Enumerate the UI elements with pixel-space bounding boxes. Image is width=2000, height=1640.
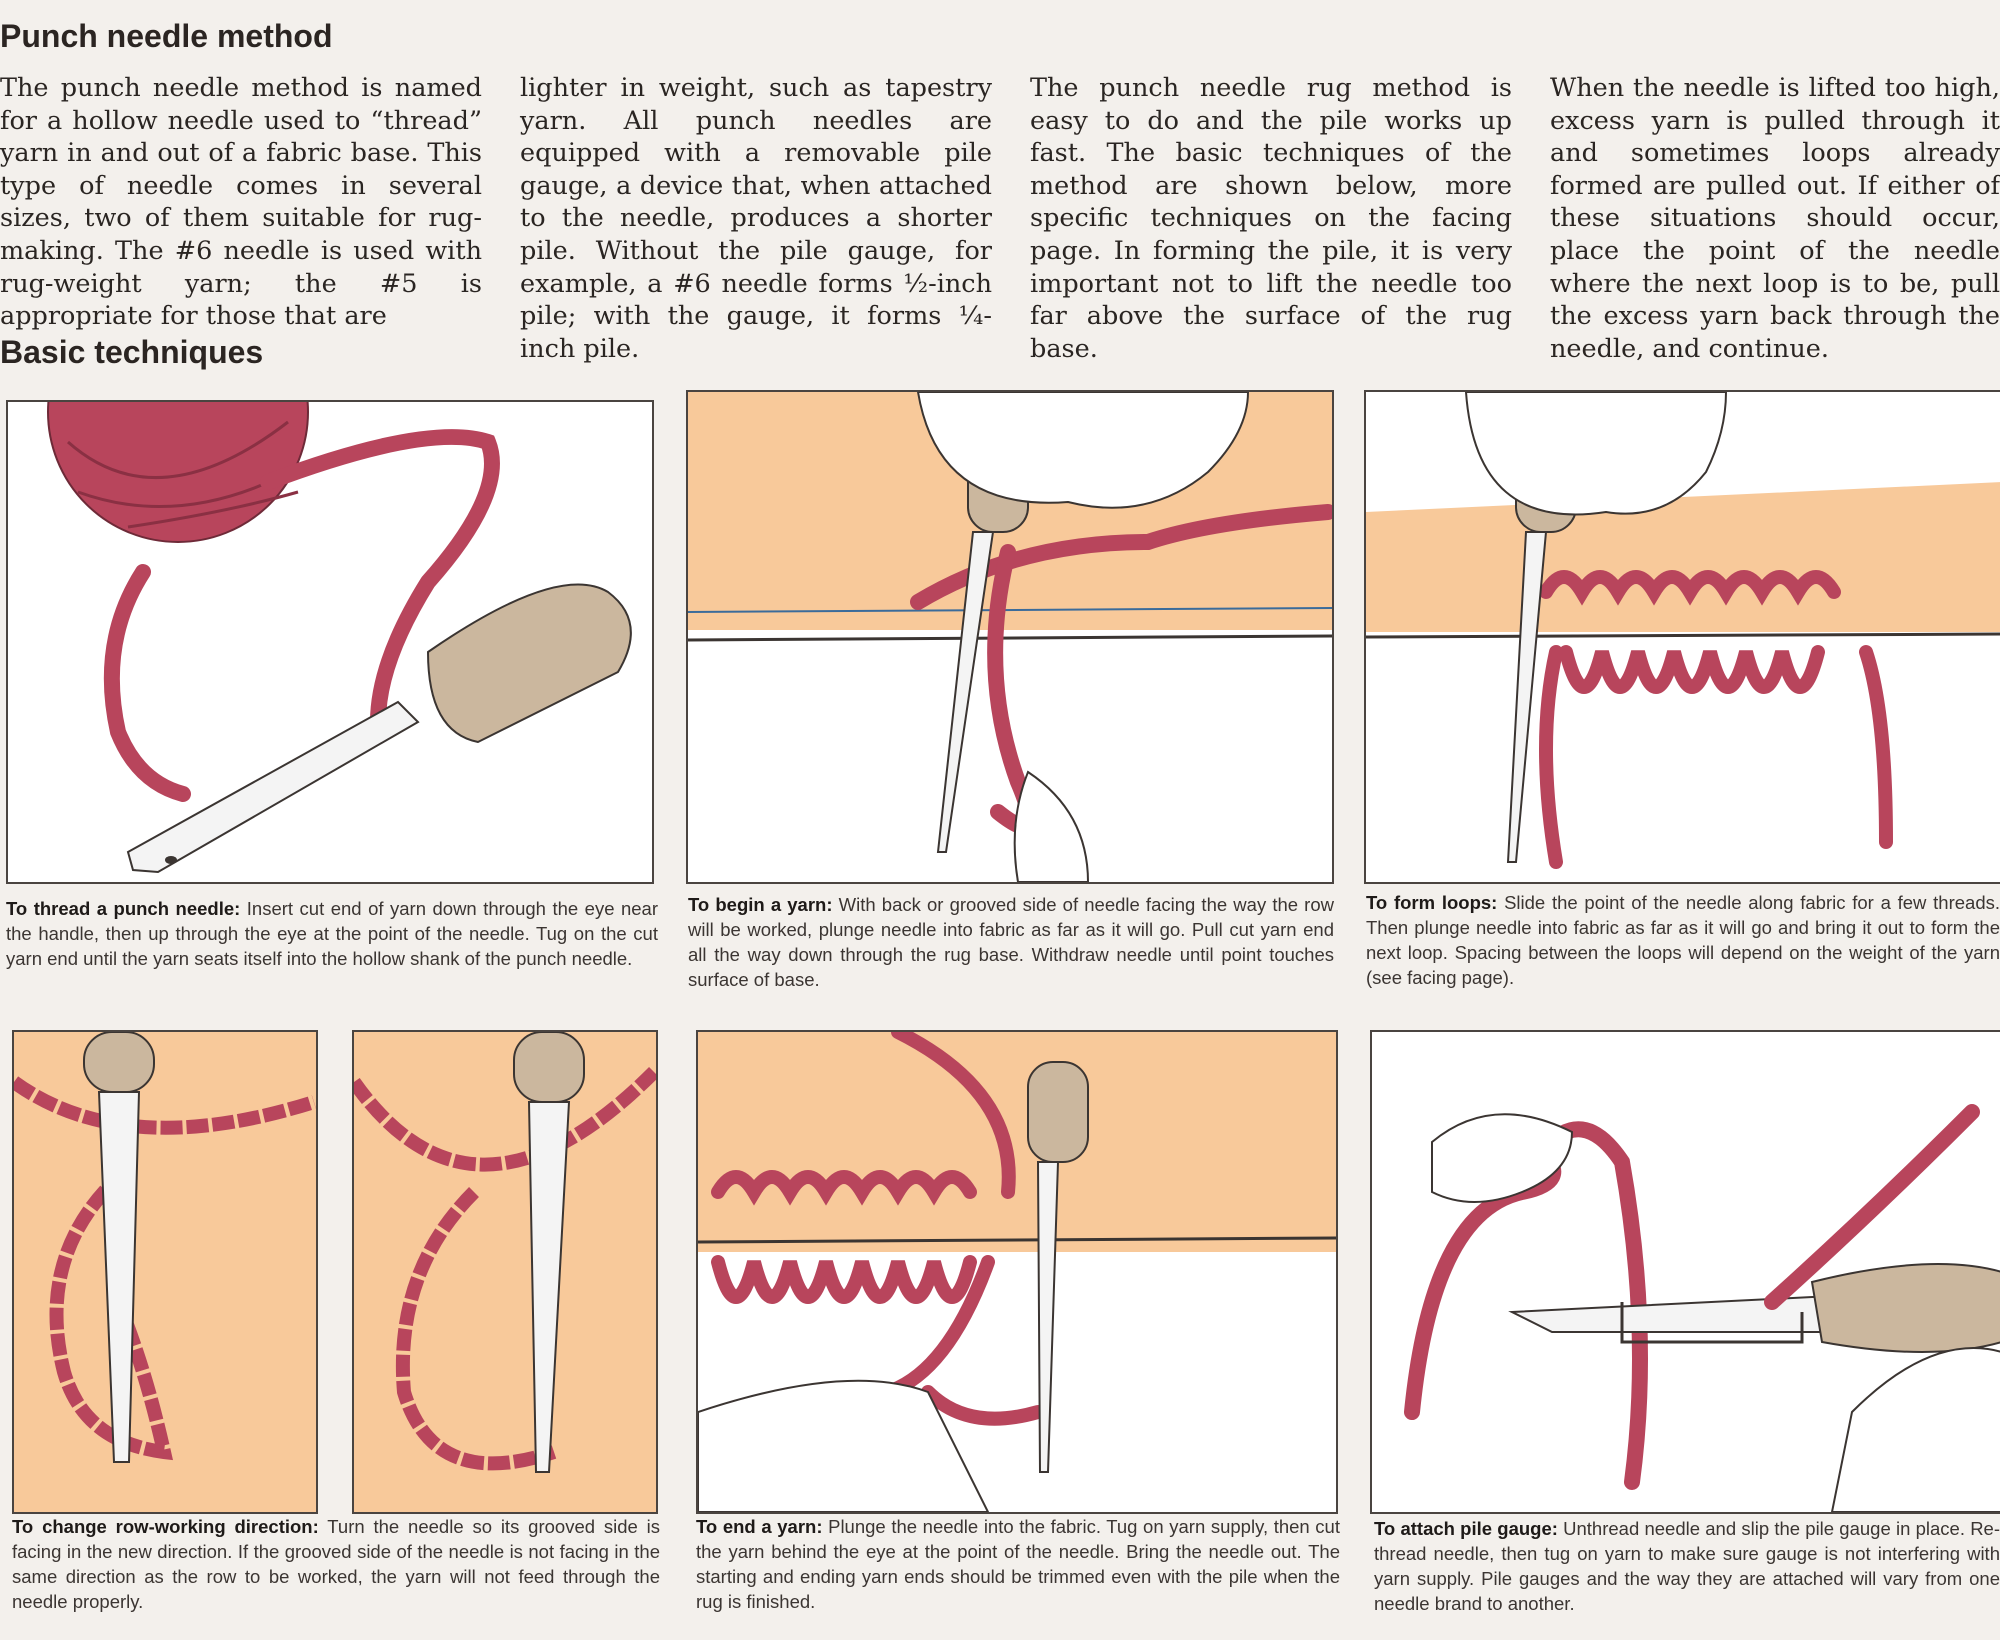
section-title-basic-techniques: Basic techniques [0, 334, 264, 370]
intro-column-1: The punch needle method is named for a h… [0, 73, 482, 332]
yarn-ball-and-needle-drawing [47, 402, 632, 874]
illustration-form-loops [1364, 390, 2000, 884]
illustration-change-direction-a [12, 1030, 318, 1514]
intro-column-2: lighter in weight, such as tapestry yarn… [520, 73, 992, 364]
illustration-change-direction-b [352, 1030, 658, 1514]
caption-begin-yarn: To begin a yarn: With back or grooved si… [688, 894, 1334, 990]
pile-gauge-drawing [1404, 1104, 2000, 1512]
change-direction-drawing-a [14, 1032, 316, 1512]
section-title-punch-needle: Punch needle method [0, 18, 333, 54]
illustration-end-yarn [696, 1030, 1338, 1514]
change-direction-drawing-b [354, 1032, 656, 1512]
caption-change-direction: To change row-working direction: Turn th… [12, 1516, 661, 1612]
caption-end-yarn: To end a yarn: Plunge the needle into th… [696, 1516, 1340, 1612]
illustration-begin-yarn [686, 390, 1334, 884]
begin-yarn-drawing [688, 392, 1332, 882]
form-loops-drawing [1366, 392, 2000, 882]
intro-column-3: The punch needle rug method is easy to d… [1030, 73, 1512, 364]
end-yarn-drawing [698, 1032, 1336, 1512]
illustration-thread-needle [6, 400, 654, 884]
intro-column-4: When the needle is lifted too high, exce… [1550, 73, 2000, 364]
illustration-attach-pile-gauge [1370, 1030, 2000, 1514]
caption-form-loops: To form loops: Slide the point of the ne… [1366, 892, 2000, 988]
caption-thread-needle: To thread a punch needle: Insert cut end… [6, 898, 659, 969]
caption-attach-pile-gauge: To attach pile gauge: Unthread needle an… [1374, 1518, 2000, 1614]
